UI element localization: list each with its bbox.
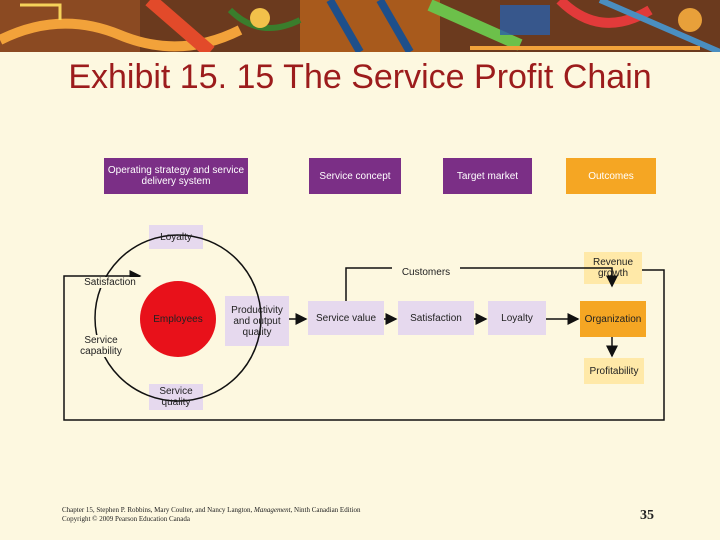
page-number: 35 bbox=[640, 508, 654, 523]
productivity-box bbox=[225, 296, 289, 346]
productivity-label: Productivity and output quality bbox=[231, 304, 283, 338]
banner-artwork bbox=[0, 0, 720, 52]
service-capability-label: Service capability bbox=[70, 335, 132, 357]
slide-background bbox=[0, 52, 720, 540]
profitability-label: Profitability bbox=[589, 365, 639, 377]
slide-title: Exhibit 15. 15 The Service Profit Chain bbox=[68, 58, 652, 96]
header-outcomes: Outcomes bbox=[566, 158, 656, 194]
footer-copyright: Copyright © 2009 Pearson Education Canad… bbox=[62, 515, 190, 523]
header-outcomes-label: Outcomes bbox=[588, 170, 634, 182]
footer-citation: Chapter 15, Stephen P. Robbins, Mary Cou… bbox=[62, 506, 361, 524]
employees-label: Employees bbox=[153, 313, 203, 325]
header-target-market-label: Target market bbox=[456, 170, 519, 182]
header-target-market: Target market bbox=[443, 158, 532, 194]
loyalty-internal-label: Loyalty bbox=[160, 231, 192, 243]
customer-satisfaction-label: Satisfaction bbox=[410, 312, 462, 324]
decorative-banner bbox=[0, 0, 720, 52]
organization-label: Organization bbox=[584, 313, 642, 325]
footer-line-1-prefix: Chapter 15, Stephen P. Robbins, Mary Cou… bbox=[62, 506, 254, 514]
footer-line-1-suffix: , Ninth Canadian Edition bbox=[290, 506, 361, 514]
header-service-concept: Service concept bbox=[309, 158, 401, 194]
customer-satisfaction-box bbox=[398, 301, 474, 335]
footer-book-title: Management bbox=[254, 506, 291, 514]
organization-box bbox=[580, 301, 646, 337]
service-value-label: Service value bbox=[315, 312, 377, 324]
satisfaction-internal-label: Satisfaction bbox=[80, 277, 140, 288]
employee-cycle-ring bbox=[94, 234, 262, 402]
profitability-box bbox=[584, 358, 644, 384]
header-operating-strategy-label: Operating strategy and service delivery … bbox=[107, 165, 245, 187]
header-service-concept-label: Service concept bbox=[319, 170, 391, 182]
customers-label: Customers bbox=[392, 267, 460, 278]
employees-circle bbox=[140, 281, 216, 357]
customer-loyalty-box bbox=[488, 301, 546, 335]
header-operating-strategy: Operating strategy and service delivery … bbox=[104, 158, 248, 194]
customer-loyalty-label: Loyalty bbox=[501, 312, 533, 324]
service-value-box bbox=[308, 301, 384, 335]
footer-line-1: Chapter 15, Stephen P. Robbins, Mary Cou… bbox=[62, 506, 361, 515]
service-quality-box bbox=[149, 384, 203, 410]
service-quality-label: Service quality bbox=[159, 386, 193, 408]
revenue-growth-label: Revenue growth bbox=[592, 257, 634, 279]
